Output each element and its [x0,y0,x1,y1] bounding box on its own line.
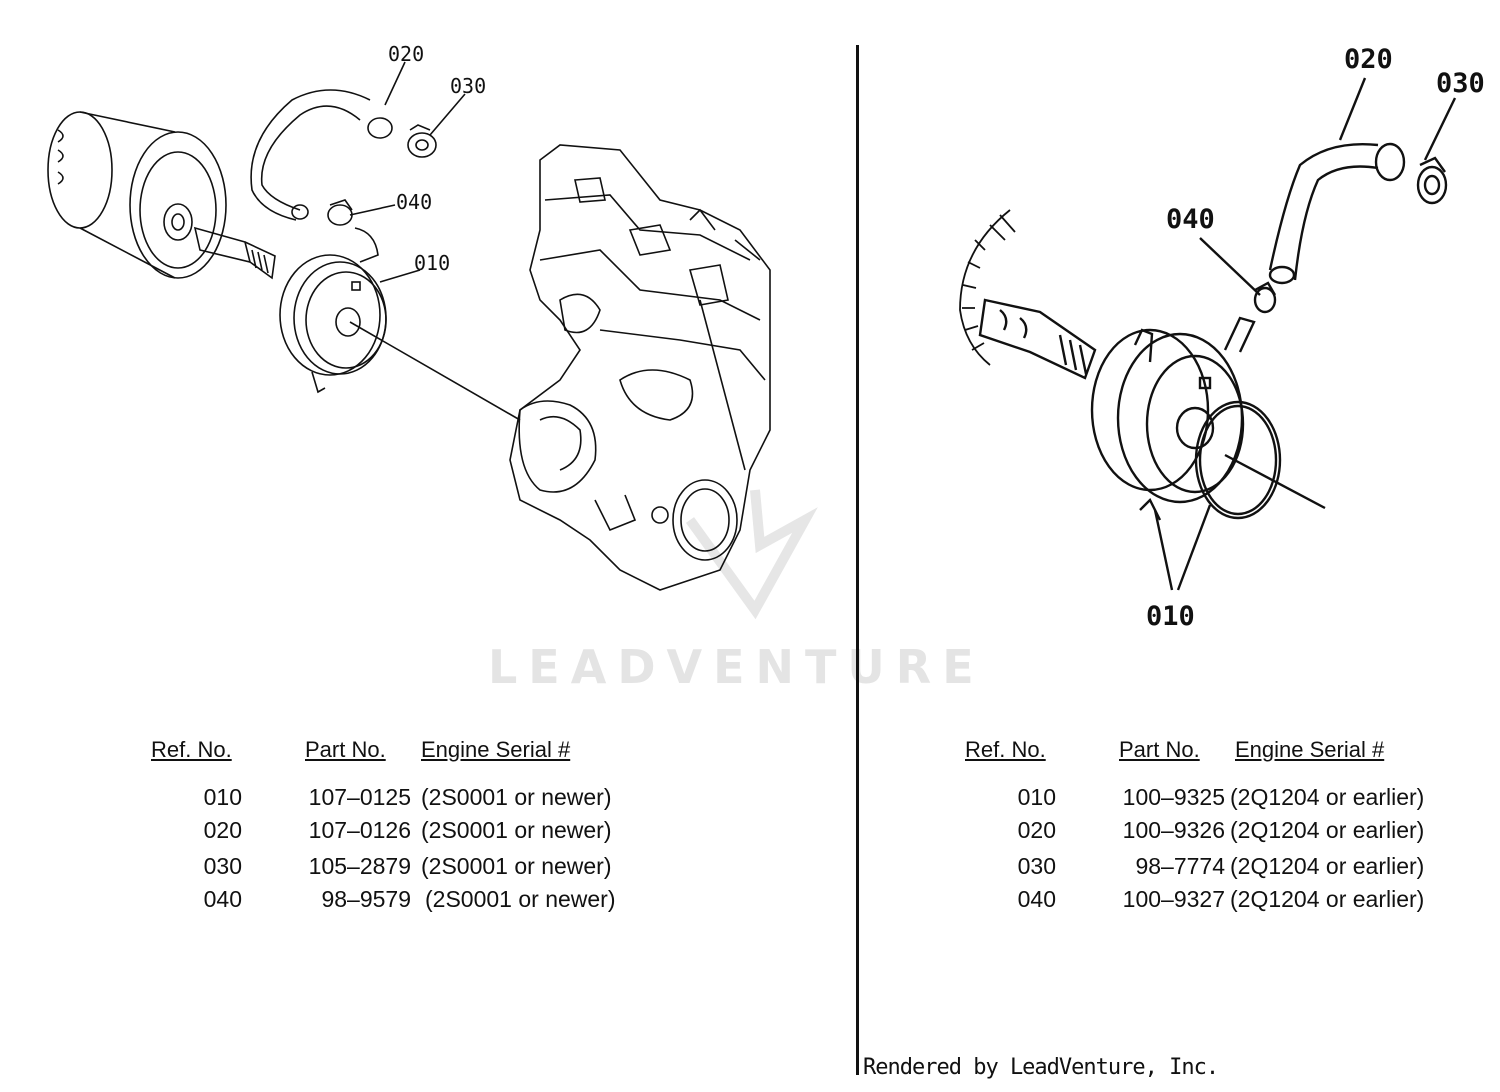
serial-cell: (2Q1204 or earlier) [1230,886,1425,912]
part-no-cell: 98–7774 [1135,853,1225,879]
threaded-stud-icon [978,298,1097,380]
clamp-icon-2 [1253,281,1277,314]
oil-cooler-icon [279,227,387,394]
header-part-no: Part No. [305,737,386,762]
callout-030-left: 030 [450,74,487,98]
ref-no-cell: 040 [1017,886,1056,912]
header-engine-serial: Engine Serial # [421,737,571,762]
serial-cell: (2Q1204 or earlier) [1230,817,1425,843]
part-no-cell: 98–9579 [321,886,411,912]
callout-010-left: 010 [414,251,451,275]
part-no-cell: 107–0126 [308,817,411,843]
oil-filter-icon [47,111,227,279]
ref-no-cell: 030 [203,853,242,879]
header-ref-no: Ref. No. [151,737,232,762]
callout-020-right: 020 [1344,44,1393,75]
ref-no-cell: 040 [203,886,242,912]
leader-lines [349,61,521,421]
watermark-logo-icon [685,489,818,620]
right-exploded-diagram [959,77,1457,591]
callout-010-right: 010 [1146,601,1195,632]
serial-cell: (2S0001 or newer) [421,853,612,879]
header-ref-no: Ref. No. [965,737,1046,762]
header-part-no: Part No. [1119,737,1200,762]
ref-no-cell: 020 [1017,817,1056,843]
rendered-by-footer: Rendered by LeadVenture, Inc. [863,1055,1219,1080]
oil-cooler-icon [1090,316,1282,521]
left-exploded-diagram [47,61,818,620]
column-divider [856,45,859,1075]
ref-no-cell: 010 [1017,784,1056,810]
part-no-cell: 100–9325 [1122,784,1225,810]
ref-no-cell: 020 [203,817,242,843]
gear-edge-icon [959,209,1016,366]
serial-cell: (2S0001 or newer) [421,817,612,843]
part-no-cell: 107–0125 [308,784,411,810]
callout-020-left: 020 [388,42,425,66]
hose-icon [1268,142,1406,285]
part-no-cell: 100–9326 [1122,817,1225,843]
serial-cell: (2Q1204 or earlier) [1230,784,1425,810]
ref-no-cell: 010 [203,784,242,810]
callout-030-right: 030 [1436,68,1485,99]
watermark-text: LEADVENTURE [488,640,985,694]
serial-cell: (2S0001 or newer) [421,784,612,810]
serial-cell: (2S0001 or newer) [425,886,616,912]
clamp-icon [1416,156,1448,205]
header-engine-serial: Engine Serial # [1235,737,1385,762]
part-no-cell: 100–9327 [1122,886,1225,912]
callout-040-left: 040 [396,190,433,214]
ref-no-cell: 030 [1017,853,1056,879]
threaded-stud-icon [193,226,276,280]
callout-040-right: 040 [1166,204,1215,235]
leader-lines [1153,77,1457,591]
serial-cell: (2Q1204 or earlier) [1230,853,1425,879]
engine-block-icon [509,144,771,591]
part-no-cell: 105–2879 [308,853,411,879]
hose-icon [250,89,393,221]
clamp-icon [407,124,437,158]
